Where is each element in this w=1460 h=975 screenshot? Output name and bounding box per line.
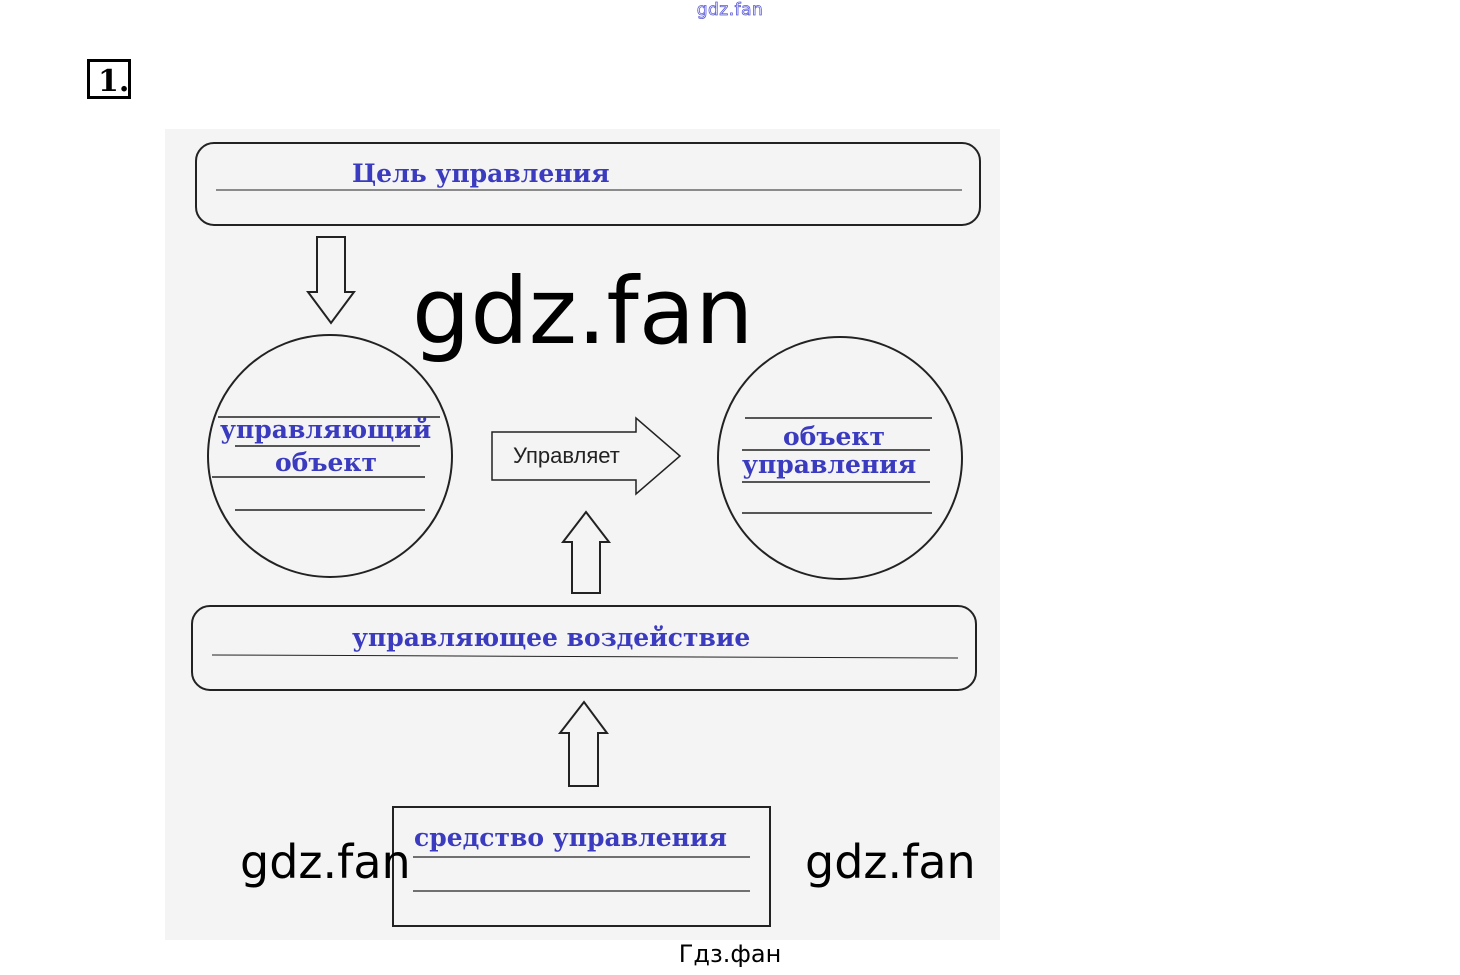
controlling-object-line1: управляющий [220, 415, 431, 444]
top-watermark: gdz.fan [696, 0, 764, 20]
controlled-object-line1: объект [783, 422, 885, 451]
controlling-object-circle [207, 334, 453, 578]
goal-box [195, 142, 981, 226]
control-action-box [191, 605, 977, 691]
controlling-object-line2: объект [275, 448, 377, 477]
right-arrow [491, 416, 682, 496]
down-arrow [306, 236, 356, 325]
goal-text: Цель управления [352, 159, 610, 188]
up-arrow-middle [560, 510, 612, 594]
control-means-box [392, 806, 771, 927]
control-means-text: средство управления [414, 823, 727, 852]
control-action-text: управляющее воздействие [352, 623, 750, 652]
caption: Гдз.фан [678, 940, 782, 968]
controlled-object-line2: управления [742, 450, 916, 479]
task-number: 1. [87, 59, 131, 99]
arrow-label: Управляет [513, 443, 620, 468]
right-watermark: gdz.fan [805, 835, 976, 889]
diagram-scan-background [165, 129, 1000, 940]
controlled-object-circle [717, 336, 963, 580]
left-watermark: gdz.fan [240, 835, 411, 889]
up-arrow-bottom [557, 700, 609, 787]
center-watermark: gdz.fan [412, 258, 753, 365]
